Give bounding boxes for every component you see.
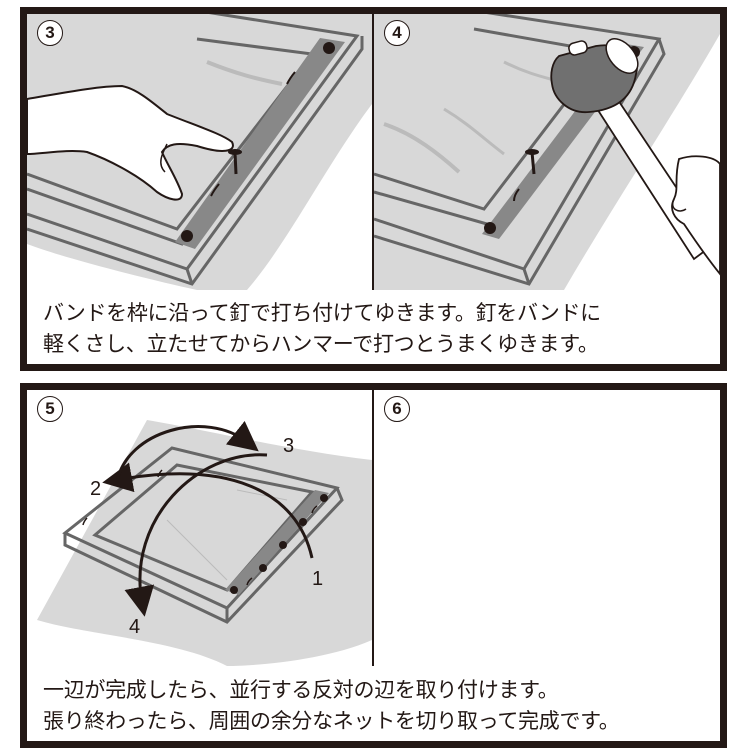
order-label-2: 2	[90, 478, 102, 500]
caption-line: 一辺が完成したら、並行する反対の辺を取り付けます。	[43, 678, 559, 702]
step-4-illustration	[373, 14, 720, 290]
steps-3-4-illustration	[27, 14, 720, 290]
step-number-badge: 5	[37, 396, 63, 422]
circled-number-5-icon: 5	[45, 399, 55, 418]
caption-line: 張り終わったら、周囲の余分なネットを切り取って完成です。	[43, 709, 620, 733]
instruction-panel-steps-5-6: 3 2 1 4 5 6 一辺が完成したら、並行する反対の辺を取り付けます。 張り…	[20, 383, 727, 748]
order-label-1: 1	[312, 568, 324, 590]
step-number-badge: 3	[37, 20, 63, 46]
order-label-3: 3	[283, 435, 295, 457]
step-divider	[372, 14, 374, 290]
steps-5-6-illustration	[37, 420, 372, 666]
caption-line: バンドを枠に沿って釘で打ち付けてゆきます。釘をバンドに	[43, 301, 601, 325]
instruction-caption: バンドを枠に沿って釘で打ち付けてゆきます。釘をバンドに 軽くさし、立たせてからハ…	[43, 298, 710, 360]
circled-number-3-icon: 3	[45, 23, 55, 42]
illustration-area-top	[27, 14, 720, 290]
order-label-4: 4	[129, 616, 141, 638]
circled-number-4-icon: 4	[392, 23, 402, 42]
caption-line: 軽くさし、立たせてからハンマーで打つとうまくゆきます。	[43, 332, 599, 356]
instruction-caption: 一辺が完成したら、並行する反対の辺を取り付けます。 張り終わったら、周囲の余分な…	[43, 675, 710, 737]
step-3-illustration	[27, 14, 372, 290]
instruction-panel-steps-3-4: 3 4 バンドを枠に沿って釘で打ち付けてゆきます。釘をバンドに 軽くさし、立たせ…	[20, 7, 727, 371]
step-5-illustration	[37, 420, 372, 666]
step-divider	[372, 390, 374, 666]
step-number-badge: 4	[384, 20, 410, 46]
circled-number-6-icon: 6	[392, 399, 402, 418]
illustration-area-bottom	[27, 390, 720, 666]
step-number-badge: 6	[384, 396, 410, 422]
